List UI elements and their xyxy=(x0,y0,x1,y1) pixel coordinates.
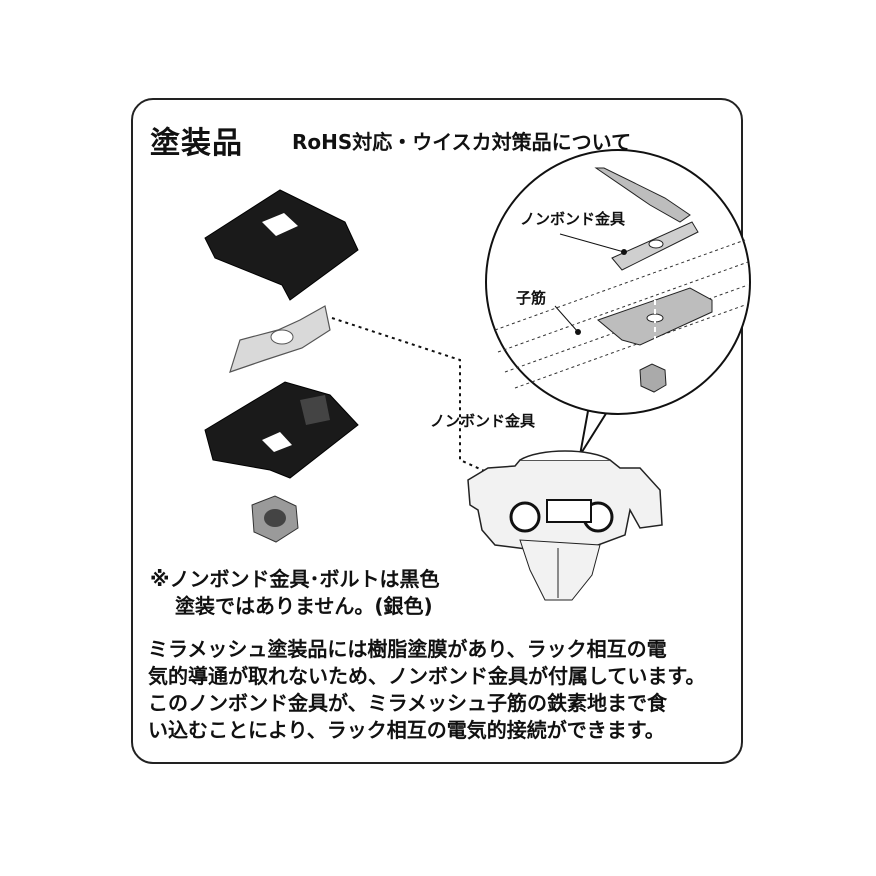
silver-note: ※ノンボンド金具･ボルトは黒色 塗装ではありません。(銀色) xyxy=(150,566,439,620)
top-clamp-part xyxy=(204,189,359,301)
zoom-circle xyxy=(485,149,751,456)
description-line-1: ミラメッシュ塗装品には樹脂塗膜があり、ラック相互の電 xyxy=(148,637,667,661)
description-line-4: い込むことにより、ラック相互の電気的接続ができます。 xyxy=(148,718,665,742)
nut-part xyxy=(251,495,299,543)
zoom-nut xyxy=(639,363,667,393)
label-nonbond-zoom: ノンボンド金具 xyxy=(520,210,626,228)
description-line-2: 気的導通が取れないため、ノンボンド金具が付属しています。 xyxy=(148,664,706,688)
description-line-3: このノンボンド金具が、ミラメッシュ子筋の鉄素地まで食 xyxy=(148,691,667,715)
label-nonbond: ノンボンド金具 xyxy=(430,412,536,430)
note-line-1: ※ノンボンド金具･ボルトは黒色 xyxy=(150,567,440,591)
page-subtitle: RoHS対応・ウイスカ対策品について xyxy=(292,130,632,154)
assembled-connector xyxy=(467,450,663,601)
bottom-clamp-part xyxy=(204,381,359,479)
note-line-2: 塗装ではありません。(銀色) xyxy=(175,594,433,618)
description: ミラメッシュ塗装品には樹脂塗膜があり、ラック相互の電 気的導通が取れないため、ノ… xyxy=(148,636,748,744)
label-child-bar: 子筋 xyxy=(516,289,547,307)
page-title: 塗装品 xyxy=(150,126,243,161)
nonbond-plate-part xyxy=(229,305,331,373)
